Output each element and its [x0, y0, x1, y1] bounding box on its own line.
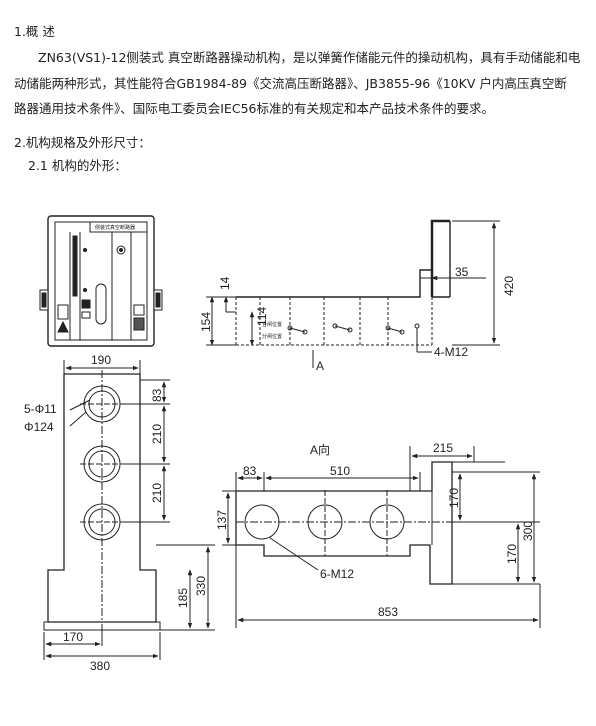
section2-subheading: 2.1 机构的外形：	[28, 158, 127, 173]
dim-a-137: 137	[215, 510, 229, 530]
callout-4-m12: 4-M12	[434, 345, 468, 359]
dim-a-83: 83	[243, 464, 257, 478]
callout-5-phi11: 5-Φ11	[24, 402, 57, 416]
dim-114: 114	[255, 307, 269, 326]
dim-83: 83	[150, 388, 164, 402]
side-label-on: 合闸位置	[262, 321, 282, 328]
section1-line-2: 动储能两种形式，其性能符合GB1984-89《交流高压断路器》、JB3855-9…	[14, 76, 567, 91]
dim-a-170-upper: 170	[447, 488, 461, 508]
front-view	[39, 215, 163, 347]
dim-154: 154	[199, 312, 213, 332]
section1-line-1: ZN63(VS1)-12侧装式 真空断路器操动机构，是以弹簧作储能元件的操动机构…	[38, 50, 581, 65]
dim-330: 330	[194, 576, 208, 596]
dim-35: 35	[455, 265, 469, 279]
section1-heading: 1.概 述	[14, 24, 55, 39]
side-label-off: 分闸位置	[262, 333, 282, 340]
dim-a-170-lower: 170	[505, 544, 519, 564]
a-view	[222, 446, 541, 628]
dim-420: 420	[502, 276, 516, 296]
dim-185: 185	[176, 588, 190, 608]
section2-heading: 2.机构规格及外形尺寸：	[14, 135, 151, 150]
view-marker-a: A	[316, 359, 324, 373]
dim-190: 190	[91, 353, 111, 367]
bottom-view	[43, 360, 215, 660]
front-panel-title: 侧装式真空断路器	[95, 224, 135, 231]
dim-a-853: 853	[378, 605, 398, 619]
dim-a-510: 510	[330, 464, 350, 478]
dim-14: 14	[218, 276, 232, 290]
dim-380: 380	[90, 659, 110, 673]
dim-a-300: 300	[521, 521, 535, 541]
callout-phi124: Φ124	[24, 420, 54, 434]
dim-210-a: 210	[150, 424, 164, 444]
callout-6-m12: 6-M12	[320, 567, 354, 581]
section1-line-3: 路器通用技术条件》、国际电工委员会IEC56标准的有关规定和本产品技术条件的要求…	[14, 101, 494, 116]
dim-170: 170	[63, 630, 83, 644]
dim-210-b: 210	[150, 483, 164, 503]
side-view	[206, 219, 500, 368]
a-view-title: A向	[310, 442, 330, 457]
dim-a-215: 215	[433, 441, 453, 455]
